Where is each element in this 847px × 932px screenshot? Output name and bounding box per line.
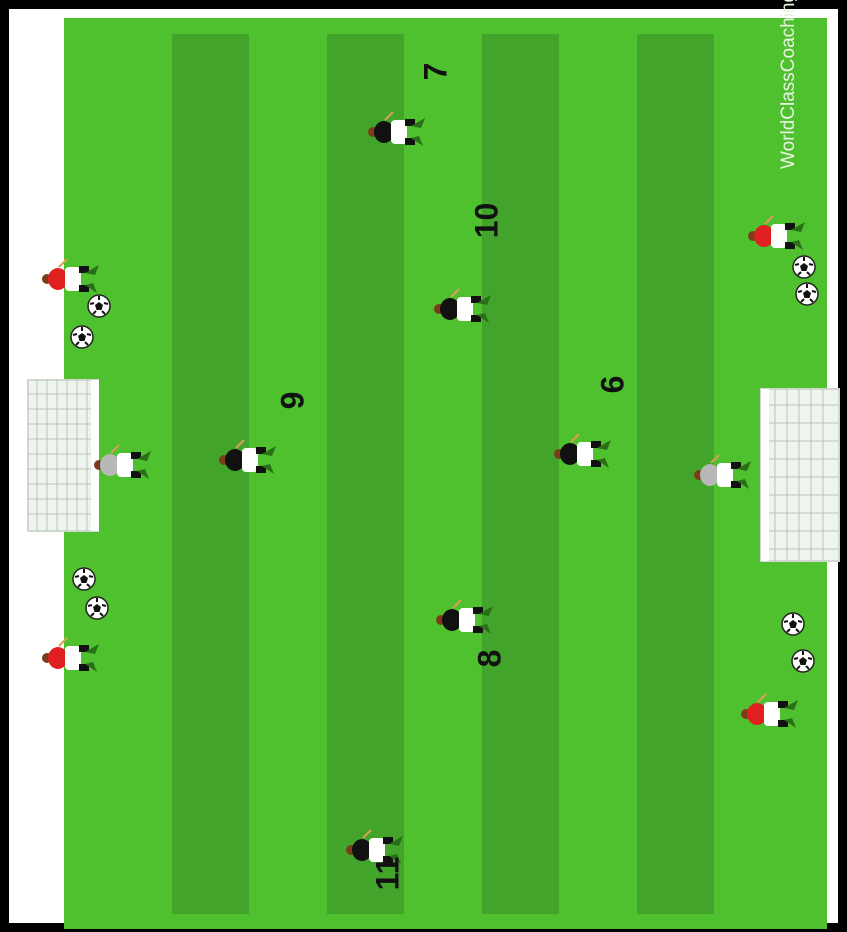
player-7 [371, 117, 441, 147]
soccer-ball-icon [795, 282, 819, 306]
soccer-ball-icon [792, 255, 816, 279]
soccer-ball-icon [85, 596, 109, 620]
soccer-ball-icon [70, 325, 94, 349]
soccer-ball-icon [72, 567, 96, 591]
soccer-ball-icon [791, 649, 815, 673]
player-9 [222, 445, 292, 475]
player-number-6: 6 [594, 376, 631, 394]
server-top-right [751, 221, 821, 251]
player-6 [557, 439, 627, 469]
pitch-stripe [482, 34, 559, 914]
player-number-10: 10 [468, 203, 505, 239]
player-number-8: 8 [471, 650, 508, 668]
player-number-11: 11 [369, 857, 406, 891]
goalkeeper-left [97, 450, 167, 480]
server-top-left [45, 264, 115, 294]
player-number-9: 9 [274, 392, 311, 410]
left-goal [27, 379, 102, 534]
goalkeeper-right [697, 460, 767, 490]
server-bottom-right [744, 699, 814, 729]
watermark-text: WorldClassCoaching.com [778, 0, 800, 169]
player-8 [439, 605, 509, 635]
server-bottom-left [45, 643, 115, 673]
soccer-ball-icon [781, 612, 805, 636]
pitch-stripe [327, 34, 404, 914]
soccer-ball-icon [87, 294, 111, 318]
player-number-7: 7 [417, 63, 454, 81]
player-10 [437, 294, 507, 324]
right-goal [759, 387, 844, 565]
